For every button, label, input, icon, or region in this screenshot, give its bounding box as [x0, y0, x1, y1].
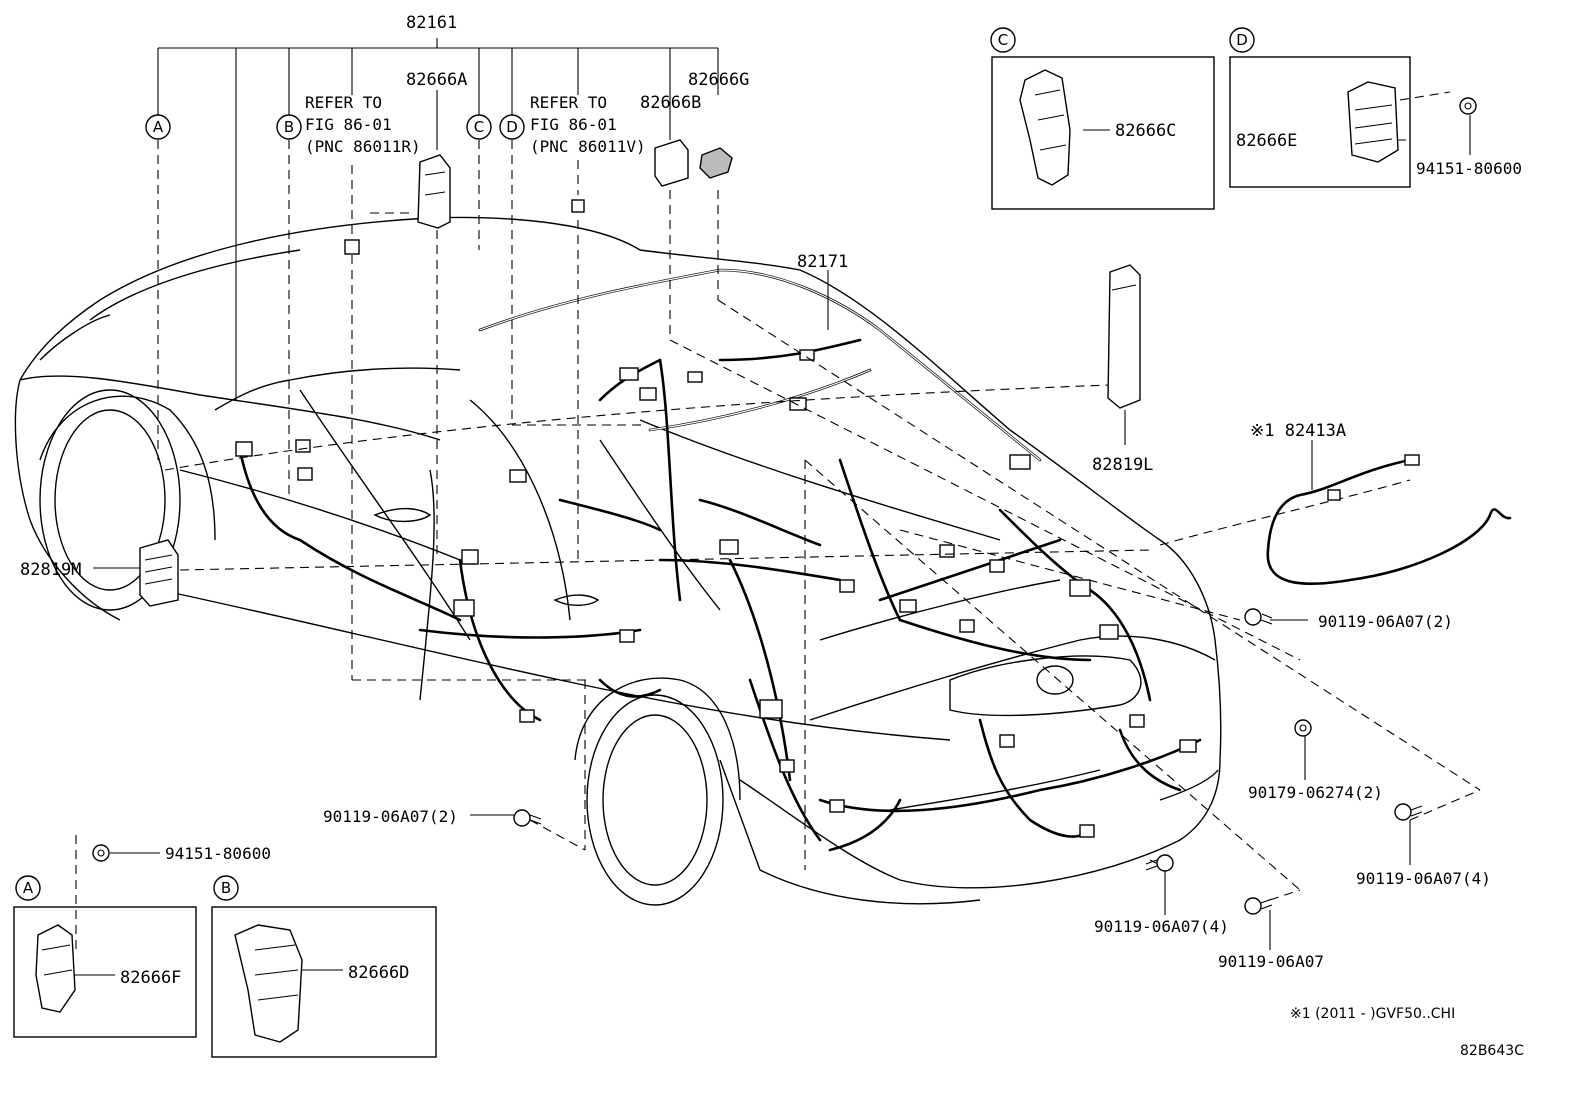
svg-text:D: D: [506, 118, 518, 136]
harness-connectors: [235, 349, 1197, 838]
part-82666B: [654, 139, 689, 187]
label-94151-bottom: 94151-80600: [165, 844, 271, 863]
svg-text:A: A: [153, 118, 164, 136]
label-bolt-right-low: 90119-06A07(4): [1356, 869, 1491, 888]
label-bolt-center-low: 90119-06A07(4): [1094, 917, 1229, 936]
callout-circles: A B C D C D A B: [15, 27, 1255, 901]
refer-left-line3: (PNC 86011R): [305, 137, 421, 156]
connector-86011R: [344, 239, 360, 255]
bolt-icon: [92, 97, 1477, 915]
label-82413A: ※1 82413A: [1250, 421, 1346, 441]
svg-text:A: A: [23, 879, 34, 897]
label-82819L: 82819L: [1092, 455, 1153, 475]
wire-harness: [238, 268, 1202, 852]
label-82666F: 82666F: [120, 968, 181, 988]
refer-right-line2: FIG 86-01: [530, 115, 617, 134]
label-82666E: 82666E: [1236, 131, 1297, 151]
svg-text:C: C: [474, 118, 484, 136]
label-94151-top: 94151-80600: [1416, 159, 1522, 178]
detail-box-C: [991, 56, 1215, 210]
connector-86011V: [571, 199, 585, 213]
label-82161: 82161: [406, 13, 457, 33]
detail-box-D: [1229, 56, 1411, 188]
label-bolt-right-mid: 90179-06274(2): [1248, 783, 1383, 802]
refer-left-line1: REFER TO: [305, 93, 382, 112]
part-82666A: [417, 154, 451, 229]
refer-right-line3: (PNC 86011V): [530, 137, 646, 156]
svg-text:C: C: [998, 31, 1008, 49]
detail-box-A: [13, 906, 197, 1038]
part-82666G: [699, 147, 733, 179]
car-body-outline: [14, 216, 1222, 906]
label-bolt-left: 90119-06A07(2): [323, 807, 458, 826]
part-labels: 82161 82666A 82666B 82666G REFER TO FIG …: [20, 13, 1524, 1059]
figure-id: 82B643C: [1460, 1043, 1524, 1059]
label-82666C: 82666C: [1115, 121, 1176, 141]
refer-left-line2: FIG 86-01: [305, 115, 392, 134]
svg-text:B: B: [284, 118, 294, 136]
svg-text:B: B: [221, 879, 231, 897]
part-82819L: [1107, 264, 1141, 409]
label-bolt-right-top: 90119-06A07(2): [1318, 612, 1453, 631]
label-82171: 82171: [797, 252, 848, 272]
part-82819M: [139, 539, 179, 607]
svg-text:D: D: [1236, 31, 1248, 49]
label-bolt-bottom: 90119-06A07: [1218, 952, 1324, 971]
footnote: ※1 (2011 - )GVF50..CHI: [1290, 1006, 1455, 1022]
label-82666B: 82666B: [640, 93, 701, 113]
label-82666G: 82666G: [688, 70, 749, 90]
label-82819M: 82819M: [20, 560, 81, 580]
label-82666A: 82666A: [406, 70, 467, 90]
parts: [92, 97, 1512, 915]
refer-right-line1: REFER TO: [530, 93, 607, 112]
detail-box-B: [211, 906, 437, 1058]
part-82413A: [1266, 458, 1512, 586]
label-82666D: 82666D: [348, 963, 409, 983]
leader-lines: [74, 38, 1481, 976]
